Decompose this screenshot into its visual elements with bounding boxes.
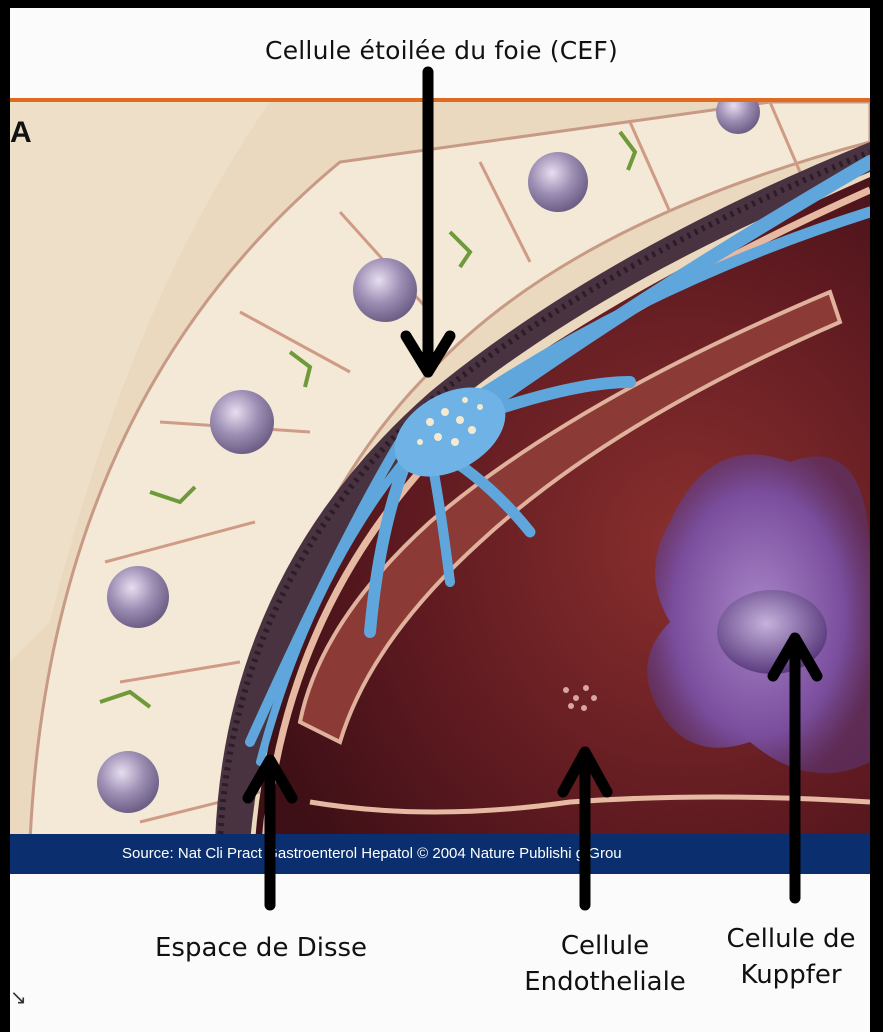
label-kupffer-line2: Kuppfer (706, 957, 876, 993)
arrow-to-kupffer (773, 638, 817, 898)
label-cellule-de-kupffer: Cellule de Kuppfer (706, 921, 876, 993)
arrow-to-disse (248, 760, 292, 905)
label-endo-line1: Cellule (500, 928, 710, 964)
label-endo-line2: Endotheliale (500, 964, 710, 1000)
label-cellule-endotheliale: Cellule Endotheliale (500, 928, 710, 1000)
arrow-to-endothelial (563, 752, 607, 905)
label-kupffer-line1: Cellule de (706, 921, 876, 957)
label-disse-text: Espace de Disse (155, 933, 367, 963)
label-espace-de-disse: Espace de Disse (130, 930, 392, 966)
corner-arrow-icon: ↘ (10, 985, 27, 1009)
arrow-to-stellate-cell (406, 72, 450, 372)
